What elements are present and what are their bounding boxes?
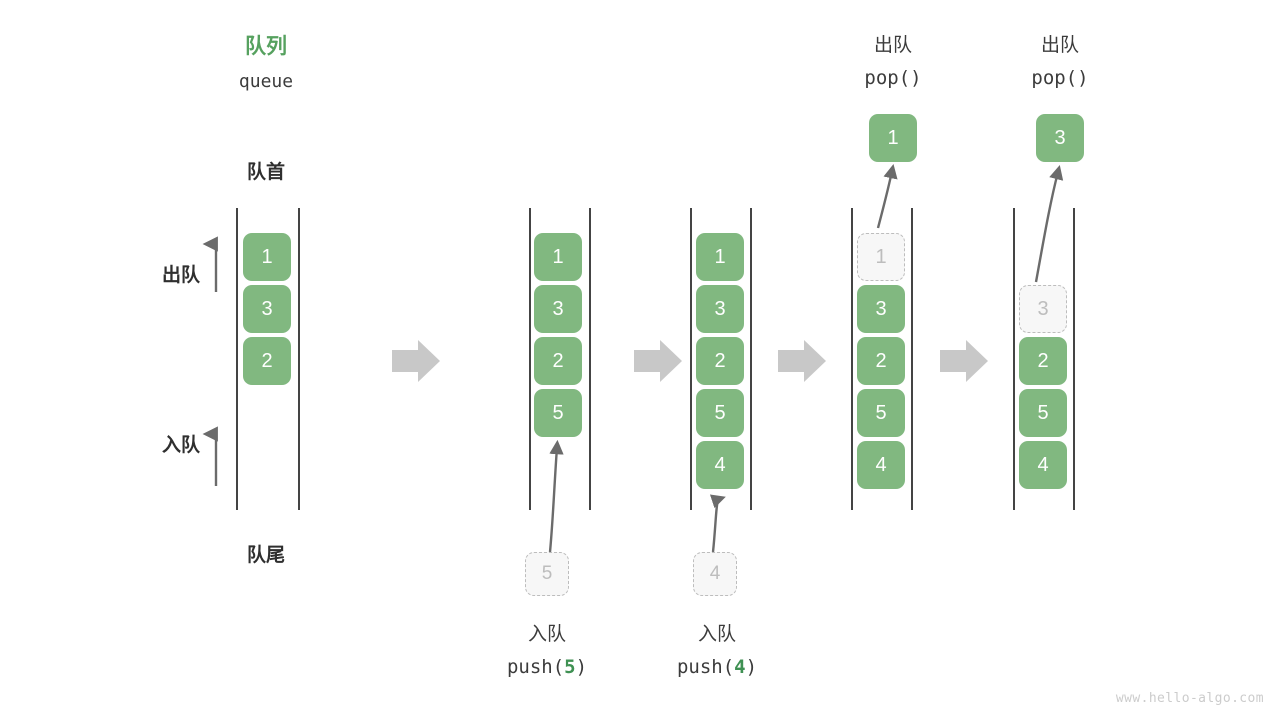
queue-rail-left — [690, 208, 692, 510]
pop-3-label-code: pop() — [1031, 67, 1089, 89]
queue-cell: 2 — [857, 337, 905, 385]
queue-rail-left — [1013, 208, 1015, 510]
pop-3-label-cn: 出队 — [1040, 35, 1079, 56]
pop-ghost-cell: 3 — [1019, 285, 1067, 333]
queue-back-label: 队尾 — [246, 545, 285, 566]
push-5-label-cn: 入队 — [527, 624, 566, 645]
step-arrow-1 — [392, 340, 440, 382]
queue-rail-right — [911, 208, 913, 510]
push-5-arrow — [548, 439, 564, 553]
step-arrow-4 — [940, 340, 988, 382]
watermark: www.hello-algo.com — [1115, 691, 1264, 706]
queue-rail-left — [851, 208, 853, 510]
queue-cell: 1 — [696, 233, 744, 281]
dequeue-side-label: 出队 — [161, 265, 200, 286]
push-5-code-prefix: push( — [506, 656, 565, 678]
queue-cell: 5 — [534, 389, 582, 437]
push-5-code-value: 5 — [564, 656, 576, 678]
queue-rail-right — [1073, 208, 1075, 510]
queue-cell: 4 — [1019, 441, 1067, 489]
pop-1-label-cn: 出队 — [873, 35, 912, 56]
push-ghost-cell: 4 — [693, 552, 737, 596]
pop-1-arrow — [876, 163, 898, 229]
queue-rail-right — [298, 208, 300, 510]
page-title: 队列 — [245, 35, 287, 58]
queue-cell: 1 — [243, 233, 291, 281]
push-4-label-code: push(4) — [657, 655, 777, 681]
push-4-code-suffix: ) — [745, 656, 758, 678]
pop-1-label-code: pop() — [864, 67, 922, 89]
enqueue-side-label: 入队 — [161, 435, 200, 456]
push-4-code-prefix: push( — [676, 656, 735, 678]
push-4-arrow — [709, 494, 726, 553]
queue-cell: 2 — [243, 337, 291, 385]
pop-ghost-cell: 1 — [857, 233, 905, 281]
pop-3-arrow — [1034, 165, 1064, 283]
push-4-label-cn: 入队 — [697, 624, 736, 645]
queue-cell: 2 — [696, 337, 744, 385]
popped-cell: 3 — [1036, 114, 1084, 162]
queue-cell: 3 — [857, 285, 905, 333]
queue-cell: 3 — [696, 285, 744, 333]
queue-rail-left — [529, 208, 531, 510]
queue-cell: 5 — [1019, 389, 1067, 437]
step-arrow-2 — [634, 340, 682, 382]
queue-cell: 2 — [1019, 337, 1067, 385]
queue-cell: 3 — [243, 285, 291, 333]
push-4-code-value: 4 — [734, 656, 746, 678]
queue-cell: 1 — [534, 233, 582, 281]
push-ghost-cell: 5 — [525, 552, 569, 596]
queue-front-label: 队首 — [246, 162, 285, 183]
queue-cell: 5 — [857, 389, 905, 437]
queue-cell: 4 — [857, 441, 905, 489]
queue-rail-left — [236, 208, 238, 510]
popped-cell: 1 — [869, 114, 917, 162]
queue-rail-right — [750, 208, 752, 510]
page-subtitle: queue — [238, 71, 294, 92]
queue-cell: 2 — [534, 337, 582, 385]
queue-cell: 4 — [696, 441, 744, 489]
queue-cell: 5 — [696, 389, 744, 437]
queue-rail-right — [589, 208, 591, 510]
step-arrow-3 — [778, 340, 826, 382]
push-5-label-code: push(5) — [487, 655, 607, 681]
push-5-code-suffix: ) — [575, 656, 588, 678]
queue-cell: 3 — [534, 285, 582, 333]
